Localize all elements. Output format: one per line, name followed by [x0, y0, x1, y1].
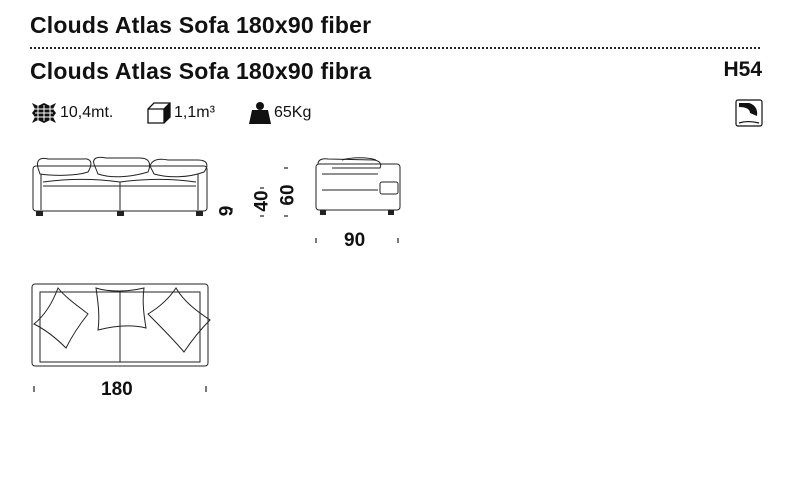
- sofa-side-view: [315, 157, 401, 215]
- spec-weight-value: 65Kg: [274, 104, 312, 121]
- title-english: Clouds Atlas Sofa 180x90 fiber: [30, 12, 372, 38]
- dotted-divider: [30, 47, 760, 49]
- spec-fabric: 10,4mt.: [30, 100, 113, 126]
- depth-dimension-ticks: [315, 238, 399, 243]
- weight-icon: [249, 102, 271, 124]
- width-dimension-ticks: [33, 386, 207, 392]
- fabric-swatch-icon: [32, 103, 56, 123]
- dimension-width: 180: [101, 379, 133, 400]
- title-italian: Clouds Atlas Sofa 180x90 fibra: [30, 58, 372, 84]
- height-dimension-ticks: [231, 167, 288, 217]
- sofa-front-view: [32, 156, 208, 216]
- sofa-top-view: [31, 283, 211, 367]
- spec-fabric-value: 10,4mt.: [60, 104, 114, 121]
- spec-volume-value: 1,1m³: [174, 104, 215, 121]
- cube-icon: [147, 102, 171, 124]
- spec-weight: 65Kg: [248, 100, 311, 126]
- spec-volume: 1,1m³: [146, 100, 215, 126]
- product-code: H54: [723, 58, 762, 81]
- dimension-depth: 90: [344, 230, 366, 251]
- fabric-care-icon: [735, 99, 763, 127]
